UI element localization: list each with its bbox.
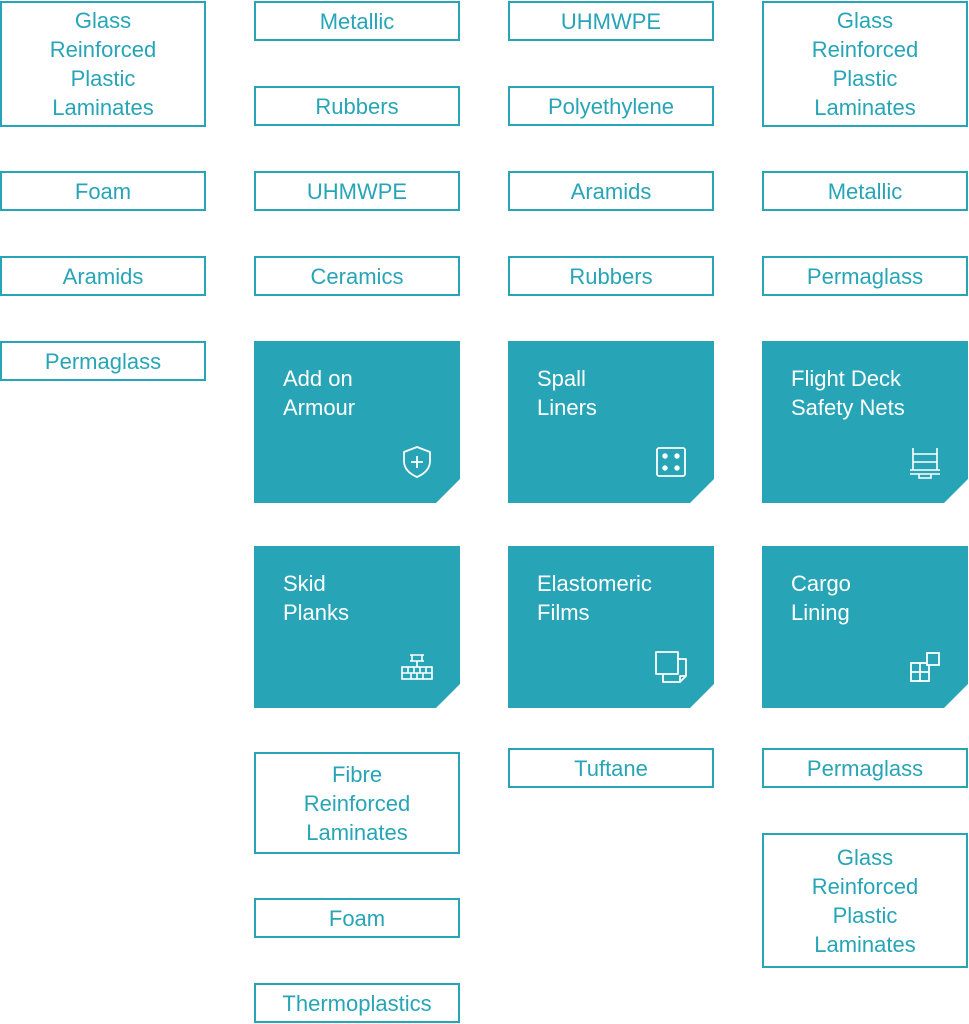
dice-square-icon xyxy=(653,444,689,480)
material-tag-label: Fibre Reinforced Laminates xyxy=(303,761,411,845)
material-tag-uhmwpe[interactable]: UHMWPE xyxy=(508,1,714,41)
material-tag-label: Glass Reinforced Plastic Laminates xyxy=(49,8,157,120)
material-tag-label: UHMWPE xyxy=(306,178,408,204)
stacked-films-icon xyxy=(653,649,689,685)
material-tag-permaglass[interactable]: Permaglass xyxy=(0,341,206,381)
material-tag-foam[interactable]: Foam xyxy=(0,171,206,211)
application-card-add-on-armour[interactable]: Add on Armour xyxy=(254,341,460,503)
application-card-skid-planks[interactable]: Skid Planks xyxy=(254,546,460,708)
material-tag-tuftane[interactable]: Tuftane xyxy=(508,748,714,788)
application-card-spall-liners[interactable]: Spall Liners xyxy=(508,341,714,503)
material-tag-ceramics[interactable]: Ceramics xyxy=(254,256,460,296)
material-tag-rubbers[interactable]: Rubbers xyxy=(254,86,460,126)
material-tag-aramids[interactable]: Aramids xyxy=(0,256,206,296)
material-tag-permaglass[interactable]: Permaglass xyxy=(762,256,968,296)
material-tag-label: Aramids xyxy=(570,178,652,204)
card-title: Cargo Lining xyxy=(791,571,851,625)
application-card-flight-deck-safety-nets[interactable]: Flight Deck Safety Nets xyxy=(762,341,968,503)
material-tag-glass-reinforced-plastic-laminates[interactable]: Glass Reinforced Plastic Laminates xyxy=(0,1,206,127)
material-tag-label: Permaglass xyxy=(806,755,924,781)
material-tag-label: Glass Reinforced Plastic Laminates xyxy=(811,8,919,120)
material-tag-thermoplastics[interactable]: Thermoplastics xyxy=(254,983,460,1023)
material-tag-label: Polyethylene xyxy=(548,93,674,119)
material-tag-label: UHMWPE xyxy=(560,8,662,34)
material-tag-uhmwpe[interactable]: UHMWPE xyxy=(254,171,460,211)
material-tag-metallic[interactable]: Metallic xyxy=(254,1,460,41)
material-tag-foam[interactable]: Foam xyxy=(254,898,460,938)
card-title: Elastomeric Films xyxy=(537,571,652,625)
material-tag-label: Ceramics xyxy=(310,263,404,289)
skid-plank-icon xyxy=(399,649,435,685)
material-tag-label: Thermoplastics xyxy=(282,990,432,1016)
material-tag-glass-reinforced-plastic-laminates[interactable]: Glass Reinforced Plastic Laminates xyxy=(762,1,968,127)
material-tag-label: Aramids xyxy=(62,263,144,289)
material-tag-fibre-reinforced-laminates[interactable]: Fibre Reinforced Laminates xyxy=(254,752,460,854)
material-tag-metallic[interactable]: Metallic xyxy=(762,171,968,211)
card-title: Add on Armour xyxy=(283,366,356,420)
material-tag-label: Rubbers xyxy=(315,93,399,119)
material-tag-aramids[interactable]: Aramids xyxy=(508,171,714,211)
material-tag-label: Foam xyxy=(328,905,386,931)
material-tag-label: Glass Reinforced Plastic Laminates xyxy=(811,844,919,957)
cargo-boxes-icon xyxy=(907,649,943,685)
card-title: Flight Deck Safety Nets xyxy=(791,366,905,420)
material-tag-rubbers[interactable]: Rubbers xyxy=(508,256,714,296)
material-tag-label: Foam xyxy=(74,178,132,204)
material-tag-label: Metallic xyxy=(827,178,903,204)
application-card-elastomeric-films[interactable]: Elastomeric Films xyxy=(508,546,714,708)
material-tag-label: Rubbers xyxy=(569,263,653,289)
material-tag-label: Metallic xyxy=(319,8,395,34)
card-title: Skid Planks xyxy=(283,571,350,625)
shield-plus-icon xyxy=(399,444,435,480)
card-title: Spall Liners xyxy=(537,366,597,420)
safety-net-icon xyxy=(907,444,943,480)
material-tag-glass-reinforced-plastic-laminates[interactable]: Glass Reinforced Plastic Laminates xyxy=(762,833,968,968)
material-tag-label: Permaglass xyxy=(44,348,162,374)
material-tag-permaglass[interactable]: Permaglass xyxy=(762,748,968,788)
material-tag-label: Permaglass xyxy=(806,263,924,289)
application-card-cargo-lining[interactable]: Cargo Lining xyxy=(762,546,968,708)
material-tag-label: Tuftane xyxy=(574,755,648,781)
material-tag-polyethylene[interactable]: Polyethylene xyxy=(508,86,714,126)
